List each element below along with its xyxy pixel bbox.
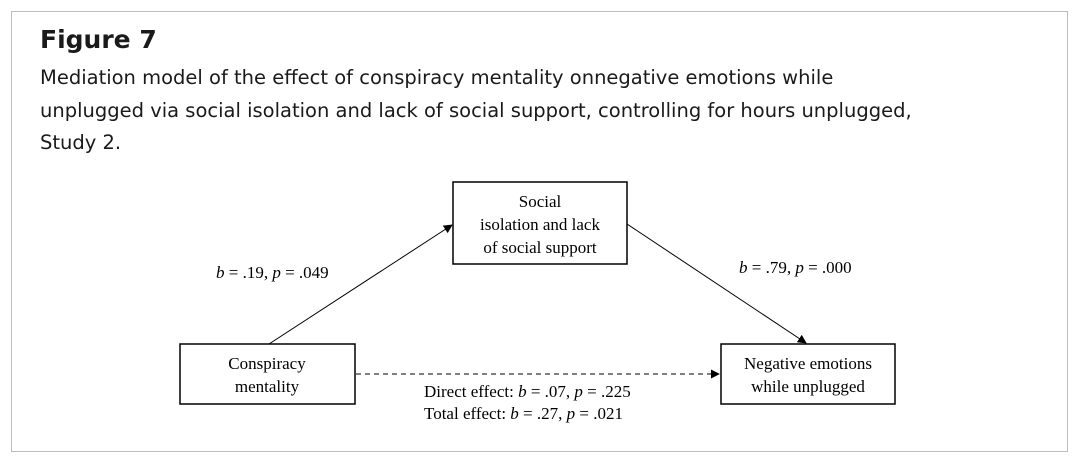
mediator-node: Social isolation and lack of social supp… (452, 181, 628, 265)
direct-effect-p-symbol: p (573, 382, 583, 401)
direct-effect-p-value: = .225 (583, 382, 631, 401)
path-b-p-value: = .000 (804, 258, 852, 277)
outcome-label-line-2: while unplugged (751, 377, 865, 396)
path-a-p-value: = .049 (281, 263, 329, 282)
path-b-label: b = .79, p = .000 (739, 258, 852, 277)
mediator-label-line-1: Social (519, 192, 562, 211)
total-effect-b-value: = .27, (519, 404, 567, 423)
predictor-node: Conspiracy mentality (179, 343, 356, 405)
mediator-box (452, 181, 628, 265)
total-effect-prefix: Total effect: (424, 404, 510, 423)
total-effect-p-symbol: p (566, 404, 576, 423)
total-effect-label: Total effect: b = .27, p = .021 (424, 404, 623, 423)
mediator-label-line-2: isolation and lack (480, 215, 600, 234)
mediator-label-line-3: of social support (483, 238, 597, 257)
direct-effect-b-value: = .07, (527, 382, 575, 401)
path-a-b-value: = .19, (225, 263, 273, 282)
path-b-arrow (626, 223, 807, 344)
path-b-b-value: = .79, (748, 258, 796, 277)
path-b-p-symbol: p (794, 258, 804, 277)
figure-caption: Mediation model of the effect of conspir… (40, 62, 1050, 160)
direct-effect-label: Direct effect: b = .07, p = .225 (424, 382, 631, 401)
total-effect-p-value: = .021 (575, 404, 623, 423)
path-b-b-symbol: b (739, 258, 748, 277)
path-a-b-symbol: b (216, 263, 225, 282)
figure-title: Figure 7 (40, 25, 157, 54)
path-a-label: b = .19, p = .049 (216, 263, 329, 282)
caption-line-1: Mediation model of the effect of conspir… (40, 66, 834, 89)
caption-line-3: Study 2. (40, 131, 122, 154)
outcome-node: Negative emotions while unplugged (720, 343, 896, 405)
caption-line-2: unplugged via social isolation and lack … (40, 98, 912, 122)
path-a-p-symbol: p (271, 263, 281, 282)
path-a-arrow (268, 224, 453, 345)
predictor-label-line-1: Conspiracy (228, 354, 306, 373)
direct-effect-prefix: Direct effect: (424, 382, 518, 401)
total-effect-b-symbol: b (510, 404, 519, 423)
outcome-label-line-1: Negative emotions (744, 354, 872, 373)
predictor-box (179, 343, 356, 405)
direct-effect-b-symbol: b (518, 382, 527, 401)
predictor-label-line-2: mentality (235, 377, 300, 396)
outcome-box (720, 343, 896, 405)
